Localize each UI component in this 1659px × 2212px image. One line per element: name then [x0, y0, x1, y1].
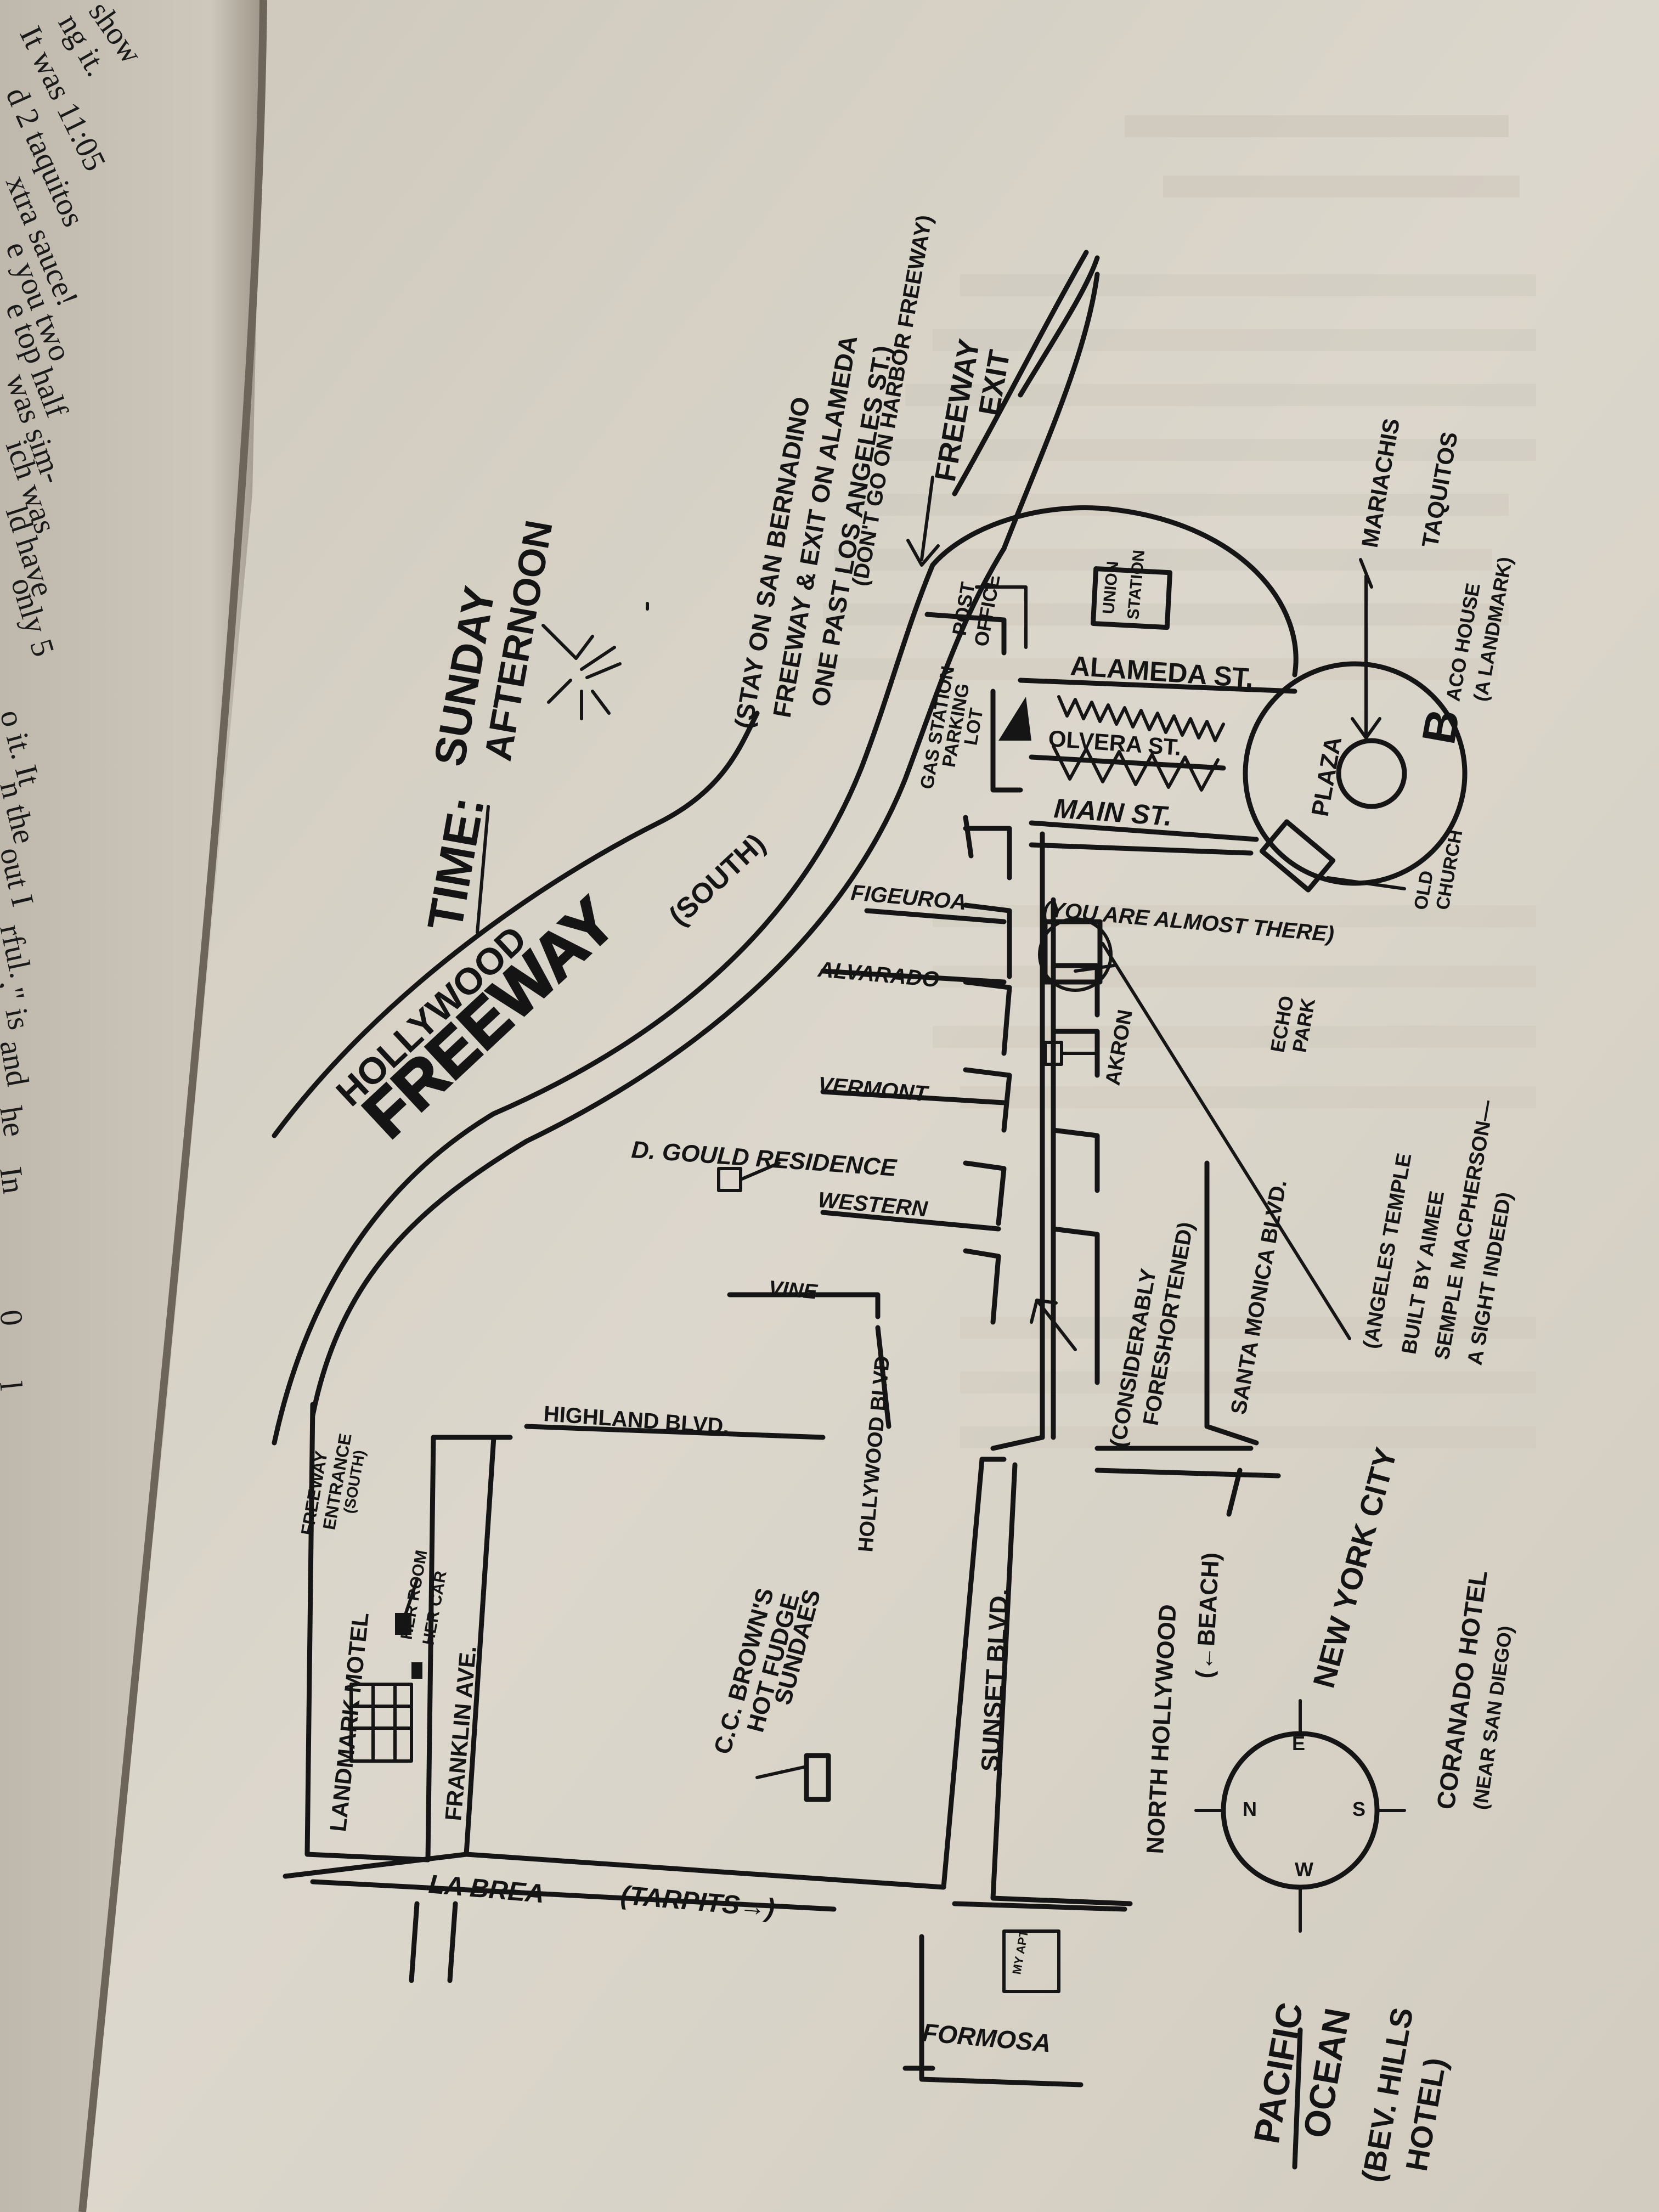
old-church-box: [1259, 819, 1336, 893]
old-church-arrow: [1326, 876, 1406, 890]
la-brea-road: [310, 1879, 837, 1912]
echo-park-arrow: [1074, 964, 1115, 973]
my-apt-box: [1002, 1929, 1060, 1993]
road: [963, 826, 1012, 881]
road: [1226, 1468, 1243, 1517]
freeway-loop: [930, 505, 1299, 678]
main-st-road: [1029, 820, 1259, 842]
road: [963, 1248, 1001, 1325]
page-gutter: [78, 0, 267, 2212]
hand-drawn-map: [272, 250, 1468, 2170]
motel-car: [411, 1662, 422, 1679]
freeway-inner-line: [310, 546, 1007, 1418]
compass-e-label: E: [1292, 1732, 1305, 1754]
vine-road: [727, 1292, 881, 1319]
road: [963, 1160, 1007, 1226]
left-page: [0, 0, 263, 2212]
cc-brown-box: [804, 1753, 831, 1802]
figeuroa-road: [864, 908, 1007, 924]
prose-line: and: [0, 1037, 36, 1089]
olvera-stalls: [1052, 744, 1220, 792]
hollywood-block: [464, 1435, 985, 1890]
main-street-corridor-top: [963, 815, 974, 859]
motel-grid: [349, 1683, 413, 1763]
alvarado-road: [820, 968, 1007, 985]
temple-pointer-line: [1101, 942, 1351, 1340]
motel-building: [349, 1683, 413, 1763]
sunset-right-road: [990, 1462, 1133, 1906]
la-brea-side-2: [447, 1901, 458, 1983]
union-station-box: [1090, 566, 1173, 630]
motel-block: [304, 1402, 436, 1863]
foreshortened-arrow: [1035, 1299, 1077, 1351]
la-brea-side: [409, 1901, 420, 1983]
compass-w-label: W: [1295, 1858, 1313, 1881]
motel-room-arrow: [404, 1578, 419, 1615]
prose-line: he: [0, 1104, 33, 1139]
show-through-text: [812, 115, 1536, 1448]
time-underline: [476, 805, 490, 934]
gas-station-lot: [990, 689, 1023, 793]
gas-station-marker: [998, 697, 1031, 741]
la-brea-road-lower: [283, 1852, 469, 1879]
echo-park-box: [1042, 919, 1103, 985]
plaza-inner-circle: [1336, 738, 1407, 809]
formosa-road: [919, 1934, 1084, 2087]
tarpits-road: [952, 1901, 1127, 1912]
gould-arrow: [739, 1161, 781, 1181]
arrow-head: [1030, 1299, 1058, 1324]
highland-road: [524, 1424, 826, 1440]
cc-brown-arrow: [755, 1765, 808, 1779]
arrow-head: [906, 539, 940, 567]
hollywood-blvd-road: [875, 1325, 891, 1429]
road: [1051, 1226, 1100, 1385]
compass-pacific-arrow: [1292, 2027, 1303, 2170]
compass-s-label: S: [1352, 1798, 1365, 1820]
prose-line: In: [0, 1165, 32, 1196]
arrow-head: [1351, 717, 1381, 740]
road: [963, 979, 1012, 1056]
motel-room: [395, 1613, 411, 1635]
freeway-top-branch: [1018, 255, 1100, 398]
road: [963, 902, 1012, 979]
freeway-outer-line-lower: [272, 562, 935, 1446]
sunday-starburst: [541, 602, 649, 720]
sunset-corridor-right: [990, 831, 1045, 1451]
alameda-vendors: [1057, 695, 1225, 742]
vermont-road: [820, 1089, 1007, 1105]
road: [963, 1067, 1012, 1133]
upper-main-road: [1029, 842, 1254, 856]
freeway-exit-line-2: [952, 250, 1089, 496]
prose-line: l: [0, 1380, 29, 1392]
vine-label: VINE: [768, 1277, 819, 1304]
mariachi-arrow: [1359, 558, 1373, 589]
road: [1051, 963, 1100, 1018]
freeway-exit-line-1: [1001, 272, 1100, 551]
road: [1051, 1127, 1100, 1193]
downtown-road-top: [924, 612, 1007, 656]
arrow: [920, 476, 934, 561]
compass-n-label: N: [1243, 1798, 1257, 1820]
alameda-st-road: [1018, 678, 1297, 694]
post-office-box: [975, 585, 1028, 649]
road: [1051, 1029, 1100, 1078]
beach-label: (←BEACH): [1191, 1552, 1224, 1679]
western-road: [820, 1210, 1001, 1232]
freeway-outer-line: [272, 710, 760, 1138]
santa-monica-road: [1204, 1160, 1259, 1446]
north-hollywood-road: [1094, 1468, 1281, 1479]
